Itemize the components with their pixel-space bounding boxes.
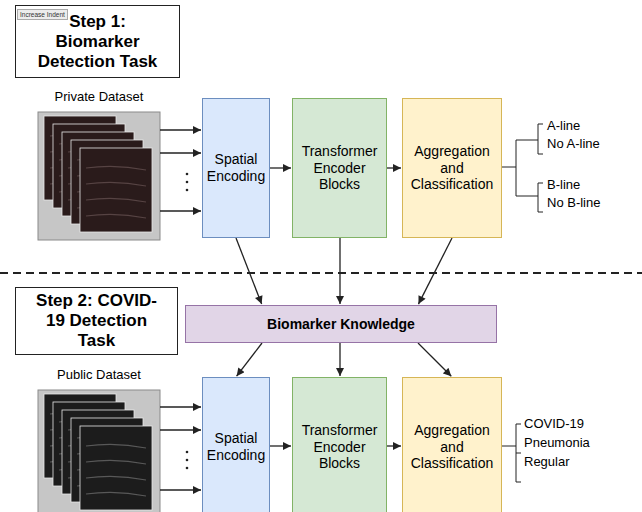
process-box: Transformer Encoder Blocks	[292, 377, 387, 512]
class-label: A-line	[547, 118, 580, 134]
flow-arrow	[237, 343, 262, 376]
dot	[186, 173, 189, 176]
class-label: COVID-19	[524, 416, 584, 432]
divider-line	[0, 272, 642, 274]
process-box: Spatial Encoding	[202, 98, 270, 238]
image-stack	[38, 390, 160, 512]
echo-streak	[86, 444, 146, 448]
ultrasound-frame	[80, 426, 152, 510]
dataset-stack: Private Dataset	[38, 88, 160, 240]
image-stack	[38, 112, 160, 240]
echo-streak	[86, 166, 146, 170]
class-label: B-line	[547, 177, 580, 193]
echo-streak	[86, 182, 146, 186]
node-text: Private Dataset	[55, 88, 144, 105]
dot	[186, 459, 189, 462]
knowledge-box: Biomarker Knowledge	[185, 305, 497, 343]
flow-arrow	[270, 167, 291, 168]
dot	[186, 189, 189, 192]
node-text: Step 2: COVID-19 Detection Task	[31, 291, 163, 351]
ultrasound-frame	[80, 148, 152, 232]
node-text: Transformer Encoder Blocks	[296, 143, 383, 193]
node-text: Transformer Encoder Blocks	[296, 422, 383, 472]
flow-arrow	[339, 343, 340, 376]
flow-arrow	[160, 406, 201, 407]
node-text: Biomarker Knowledge	[267, 316, 415, 333]
node-text: Spatial Encoding	[206, 430, 266, 464]
stack-background	[38, 112, 160, 240]
flow-arrow	[160, 489, 201, 490]
flow-arrow	[339, 238, 340, 304]
flow-arrow	[387, 445, 401, 446]
flow-arrow	[160, 129, 201, 130]
dot	[186, 451, 189, 454]
dot	[186, 181, 189, 184]
node-text: Spatial Encoding	[206, 151, 266, 185]
echo-streak	[86, 460, 146, 464]
echo-streak	[86, 198, 146, 202]
process-box: Aggregation and Classification	[402, 377, 502, 512]
echo-streak	[86, 492, 146, 496]
class-label: Pneumonia	[524, 435, 590, 451]
flow-arrow	[270, 445, 291, 446]
output-bracket	[502, 424, 521, 482]
flow-arrow	[160, 429, 201, 430]
echo-streak	[86, 476, 146, 480]
class-label: Regular	[524, 454, 570, 470]
process-box: Aggregation and Classification	[402, 98, 502, 238]
flow-arrow	[160, 210, 201, 211]
tooltip-text: Increase Indent	[17, 9, 68, 20]
flow-arrow	[387, 167, 401, 168]
flow-arrow	[418, 343, 451, 376]
process-box: Transformer Encoder Blocks	[292, 98, 387, 238]
output-bracket	[502, 124, 543, 212]
step-heading-box: Step 2: COVID-19 Detection Task	[15, 287, 178, 355]
node-text: Aggregation and Classification	[406, 143, 498, 193]
flow-arrow	[160, 152, 201, 153]
node-text: Step 1: Biomarker Detection Task	[32, 12, 164, 72]
class-label: No A-line	[547, 136, 600, 152]
echo-streak	[86, 214, 146, 218]
node-text: Aggregation and Classification	[406, 422, 498, 472]
flow-arrow	[236, 238, 262, 304]
flow-arrow	[418, 238, 452, 304]
stack-background	[38, 390, 160, 512]
process-box: Spatial Encoding	[202, 377, 270, 512]
node-text: Public Dataset	[57, 366, 141, 383]
dataset-stack: Public Dataset	[38, 366, 160, 512]
class-label: No B-line	[547, 195, 600, 211]
dot	[186, 467, 189, 470]
